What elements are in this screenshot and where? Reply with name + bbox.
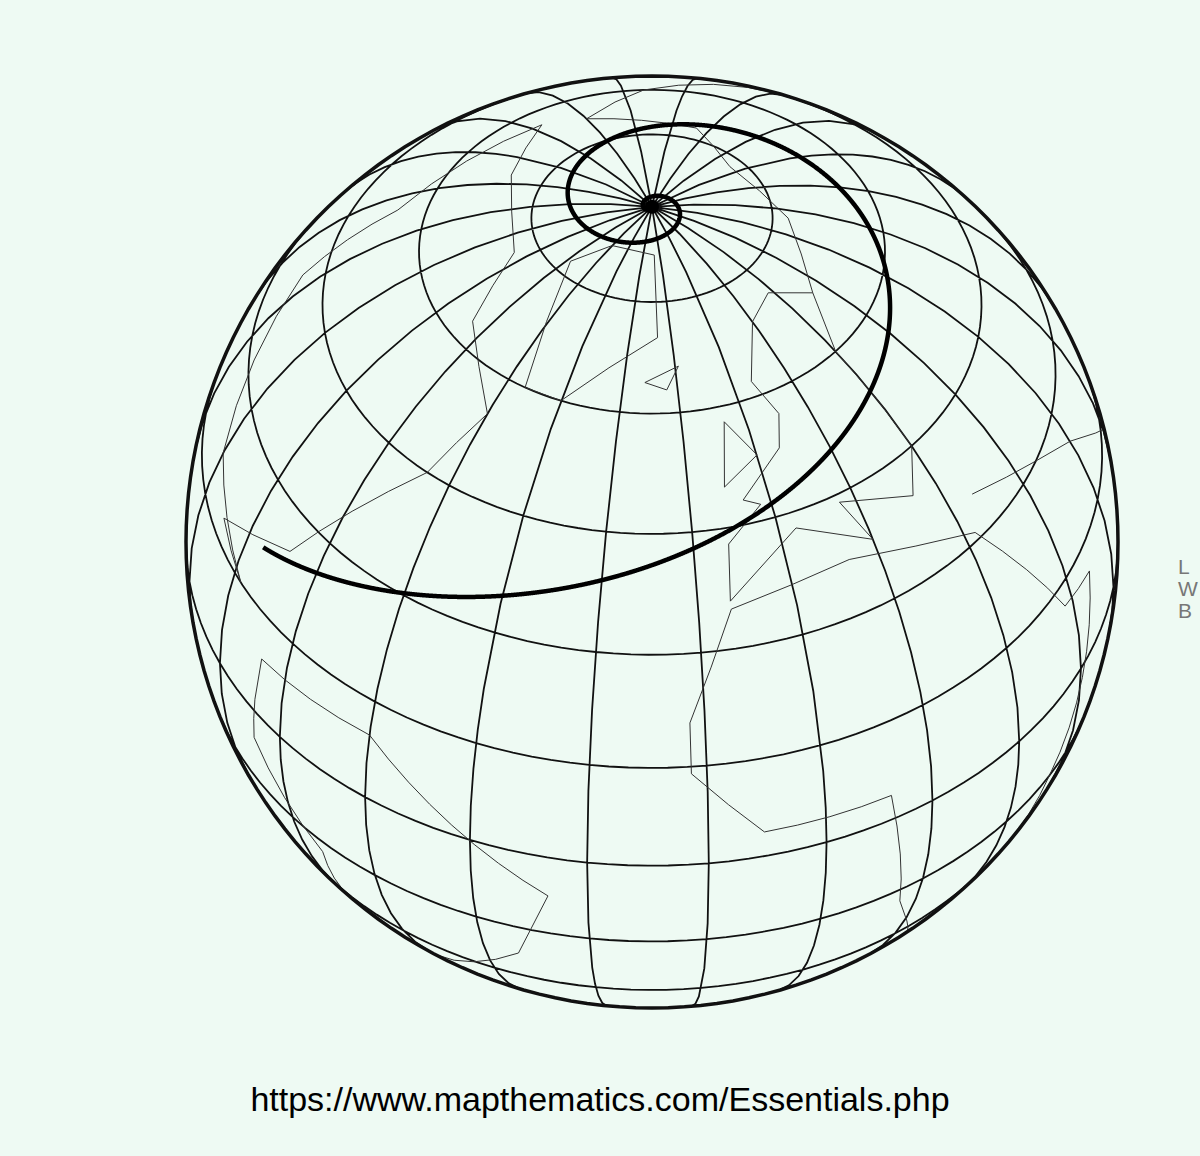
coastline: [645, 366, 679, 390]
globe-outline: [186, 76, 1118, 1008]
graticule: [186, 78, 1118, 1008]
coastline: [223, 125, 542, 583]
loxodrome: [263, 124, 890, 597]
side-letter: W: [1178, 578, 1198, 599]
pole-dot: [645, 200, 659, 214]
side-letter: L: [1178, 556, 1190, 577]
coastline: [724, 422, 757, 487]
coastline: [525, 246, 657, 401]
coastline: [690, 532, 1090, 931]
source-caption: https://www.mapthematics.com/Essentials.…: [0, 1080, 1200, 1119]
side-letter: B: [1178, 600, 1192, 621]
coastline: [254, 659, 548, 962]
